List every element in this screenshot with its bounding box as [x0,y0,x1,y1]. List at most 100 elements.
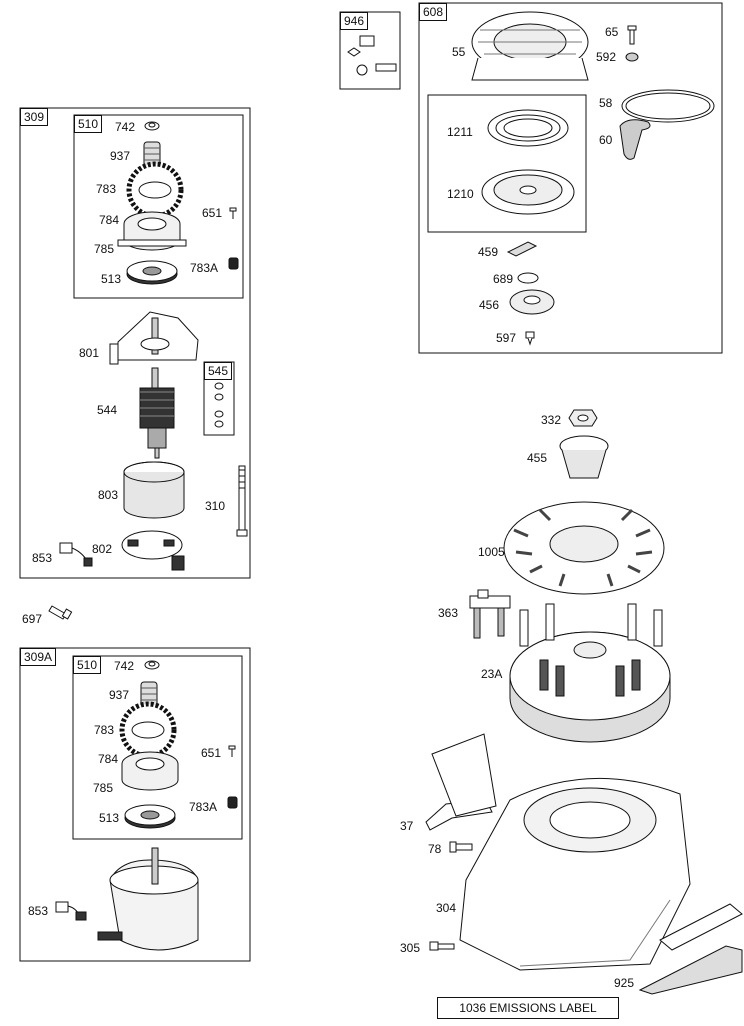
rectifier-853-b [55,901,87,921]
endcap-801 [109,311,199,365]
bolt-310 [236,465,248,537]
part-label-783A-b: 783A [189,800,218,814]
part-label-742-b: 742 [114,659,135,673]
part-label-513-b: 513 [99,811,120,825]
part-label-60: 60 [599,133,613,147]
part-label-37: 37 [400,819,414,833]
part-label-651-b: 651 [201,746,222,760]
frame-510-a [73,114,244,299]
part-label-597: 597 [496,331,517,345]
part-label-332: 332 [541,413,562,427]
part-label-783-b: 783 [94,723,115,737]
frame-608 [418,2,723,354]
part-label-925: 925 [614,976,635,990]
part-label-592: 592 [596,50,617,64]
group-label-309A: 309A [20,648,57,666]
frame-309 [19,107,251,579]
part-label-65: 65 [605,25,619,39]
part-label-801: 801 [79,346,100,360]
rope-58 [621,89,715,123]
screw-651-a [229,207,237,219]
air-guide-925 [638,903,743,995]
cap-742-a [144,121,160,131]
group-label-946: 946 [340,12,369,30]
frame-946 [339,11,401,90]
magneto-363 [469,589,511,639]
spring-689 [517,272,539,284]
screw-305 [429,941,455,951]
gear-783-a [126,161,184,219]
part-label-513-a: 513 [101,272,122,286]
rectifier-853-a [59,542,93,567]
bolt-697 [48,605,73,620]
part-label-58: 58 [599,96,613,110]
nut-783A-b [227,796,238,809]
nut-592 [625,52,639,62]
screw-78 [449,841,473,853]
part-label-23A: 23A [481,667,503,681]
group-label-608: 608 [419,3,448,21]
group-label-510-b: 510 [73,656,102,674]
part-label-853-a: 853 [32,551,53,565]
part-label-544: 544 [97,403,118,417]
part-label-305: 305 [400,941,421,955]
screw-651-b [228,745,236,757]
flywheel-23A [509,603,671,743]
group-label-510-a: 510 [74,115,103,133]
part-label-937-a: 937 [110,149,131,163]
nut-783A-a [228,257,239,270]
blower-housing-55 [471,11,589,81]
part-label-784-b: 784 [98,752,119,766]
starter-motor-309A [97,847,199,951]
blower-housing-304 [459,777,691,971]
part-label-459: 459 [478,245,499,259]
screw-597 [525,331,535,346]
housing-784-a [117,211,187,251]
fan-1005 [503,501,665,595]
brush-plate-802 [121,530,185,571]
part-label-785-a: 785 [94,242,115,256]
handle-60 [619,119,651,160]
part-label-853-b: 853 [28,904,49,918]
part-label-697: 697 [22,612,43,626]
part-label-310: 310 [205,499,226,513]
part-label-784-a: 784 [99,213,120,227]
part-label-456: 456 [479,298,500,312]
part-label-783-a: 783 [96,182,117,196]
screw-65 [627,25,637,45]
fastener-set-946 [347,35,397,76]
cap-742-b [144,660,160,670]
part-label-742-a: 742 [115,120,136,134]
part-label-304: 304 [436,901,457,915]
part-label-1211: 1211 [447,125,473,139]
part-label-455: 455 [527,451,548,465]
part-label-78: 78 [428,842,442,856]
armature-544 [139,367,175,459]
frame-510-b [72,655,243,840]
part-label-1210: 1210 [447,187,474,201]
baffle-37 [425,733,497,831]
gear-783-b [119,701,177,759]
housing-784-b [121,751,179,791]
frame-803 [123,461,185,519]
spring-937-a [143,141,161,169]
part-label-1005: 1005 [478,545,505,559]
retainer-456 [509,289,555,315]
part-label-802: 802 [92,542,113,556]
part-label-55: 55 [452,45,466,59]
part-label-783A-a: 783A [190,261,219,275]
clutch-513-b [124,804,176,829]
part-label-937-b: 937 [109,688,130,702]
part-label-803: 803 [98,488,119,502]
part-label-785-b: 785 [93,781,114,795]
pawl-459 [506,241,538,257]
clutch-513-a [126,260,178,285]
emissions-label-box: 1036 EMISSIONS LABEL [437,997,619,1019]
group-label-545: 545 [204,362,233,380]
group-label-309: 309 [20,108,49,126]
part-label-651-a: 651 [202,206,223,220]
nut-332 [568,409,598,427]
frame-309A [19,647,251,962]
frame-rewind-inner [427,94,587,233]
